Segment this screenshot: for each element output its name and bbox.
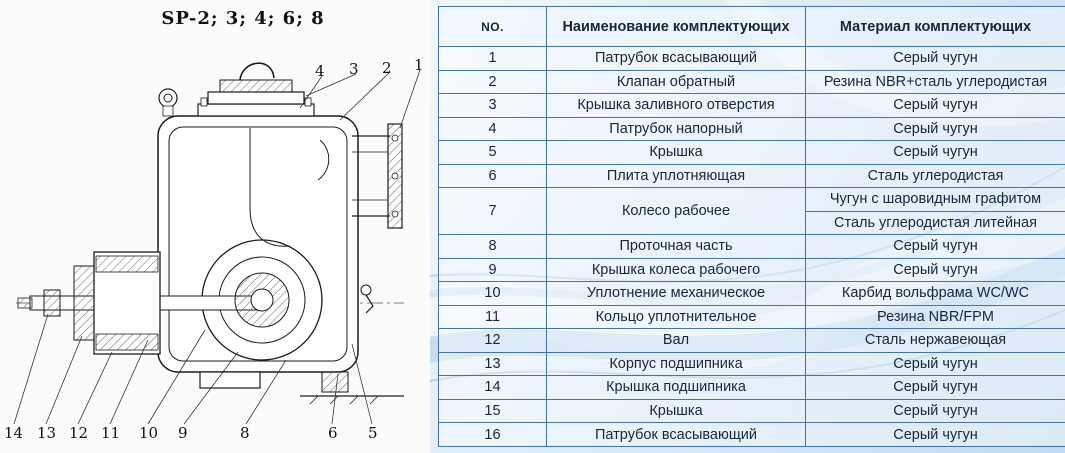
callout-number: 11 [101,424,121,442]
table-row: Сталь углеродистая литейная [439,210,1065,236]
cell-name: Клапан обратный [546,69,806,95]
cell-material: Серый чугун [805,375,1065,400]
cell-material: Чугун с шаровидным графитом [805,187,1065,212]
cell-material: Серый чугун [805,351,1065,377]
callout-number: 13 [37,424,57,442]
callout-number: 4 [315,62,325,80]
cell-name: Крышка подшипника [546,375,806,400]
parts-table-panel: NO. Наименование комплектующих Материал … [430,0,1065,453]
cell-material: Сталь углеродистая [805,163,1065,189]
cell-no: 11 [438,304,547,330]
cell-no: 15 [438,398,547,424]
header-name: Наименование комплектующих [546,6,806,47]
callout-number: 12 [69,424,89,442]
cell-name: Крышка заливного отверстия [546,93,806,118]
table-row: 11 Кольцо уплотнительное Резина NBR/FPM [438,304,1065,330]
cell-material: Серый чугун [805,398,1065,424]
table-header-row: NO. Наименование комплектующих Материал … [438,6,1065,47]
cell-no: 2 [438,69,547,95]
table-row: 5 Крышка Серый чугун [438,140,1065,165]
cell-no: 10 [438,281,547,306]
parts-table-wrap: NO. Наименование комплектующих Материал … [438,6,1065,447]
cell-name: Корпус подшипника [546,351,806,377]
cell-no: 8 [438,234,547,259]
table-row: 12 Вал Сталь нержавеющая [438,328,1065,353]
cell-name: Вал [546,328,806,353]
callout-number: 1 [414,56,424,74]
table-row: 6 Плита уплотняющая Сталь углеродистая [438,163,1065,189]
cell-material: Серый чугун [805,116,1065,142]
cell-material: Серый чугун [805,422,1065,447]
cell-name: Крышка [546,398,806,424]
cell-no: 1 [438,46,547,71]
cell-name: Колесо рабочее [546,187,806,236]
pump-cross-section-drawing [13,62,421,425]
cell-name: Кольцо уплотнительное [546,304,806,330]
cell-name: Патрубок напорный [546,116,806,142]
table-row: 4 Патрубок напорный Серый чугун [438,116,1065,142]
table-row: 2 Клапан обратный Резина NBR+сталь углер… [438,69,1065,95]
table-row: 16 Патрубок всасывающий Серый чугун [438,422,1065,447]
cell-material: Карбид вольфрама WC/WC [805,281,1065,306]
cell-name: Крышка колеса рабочего [546,257,806,283]
cell-no: 14 [438,375,547,400]
callout-number: 5 [368,424,378,442]
callout-number: 6 [328,424,338,442]
cell-material: Серый чугун [805,93,1065,118]
header-no: NO. [438,6,547,47]
callout-number: 3 [349,60,359,78]
table-row: 1 Патрубок всасывающий Серый чугун [438,46,1065,71]
cell-material: Сталь нержавеющая [805,328,1065,353]
cell-no: 13 [438,351,547,377]
table-row: 10 Уплотнение механическое Карбид вольфр… [438,281,1065,306]
cell-name: Плита уплотняющая [546,163,806,189]
table-row: 7 Колесо рабочее Чугун с шаровидным граф… [438,187,1065,236]
table-row: 3 Крышка заливного отверстия Серый чугун [438,93,1065,118]
callout-number: 2 [382,59,392,77]
cell-no: 4 [438,116,547,142]
cell-no: 5 [438,140,547,165]
cell-no: 16 [438,422,547,447]
drawing-title: SP-2; 3; 4; 6; 8 [161,8,325,29]
table-row: 14 Крышка подшипника Серый чугун [438,375,1065,400]
cell-material: Серый чугун [805,257,1065,283]
cell-material: Серый чугун [805,234,1065,259]
callout-number: 9 [178,424,188,442]
cell-name: Патрубок всасывающий [546,422,806,447]
cell-no: 6 [438,163,547,189]
cell-material: Сталь углеродистая литейная [805,210,1065,236]
table-row: 13 Корпус подшипника Серый чугун [438,351,1065,377]
cell-material: Резина NBR/FPM [805,304,1065,330]
table-row: 9 Крышка колеса рабочего Серый чугун [438,257,1065,283]
table-row: 8 Проточная часть Серый чугун [438,234,1065,259]
cell-name: Уплотнение механическое [546,281,806,306]
cell-material: Серый чугун [805,140,1065,165]
cell-name: Проточная часть [546,234,806,259]
parts-table: NO. Наименование комплектующих Материал … [438,6,1065,447]
table-row: 15 Крышка Серый чугун [438,398,1065,424]
header-material: Материал комплектующих [805,6,1065,47]
cell-no: 3 [438,93,547,118]
cell-name: Патрубок всасывающий [546,46,806,71]
cell-no: 7 [438,187,547,236]
pump-drawing-panel: SP-2; 3; 4; 6; 8 [0,0,430,453]
cell-name: Крышка [546,140,806,165]
cell-material: Резина NBR+сталь углеродистая [805,69,1065,95]
cell-material: Серый чугун [805,46,1065,71]
callout-number: 8 [240,424,250,442]
cell-no: 12 [438,328,547,353]
callout-number: 10 [139,424,159,442]
cell-no: 9 [438,257,547,283]
callout-number: 14 [4,424,24,442]
